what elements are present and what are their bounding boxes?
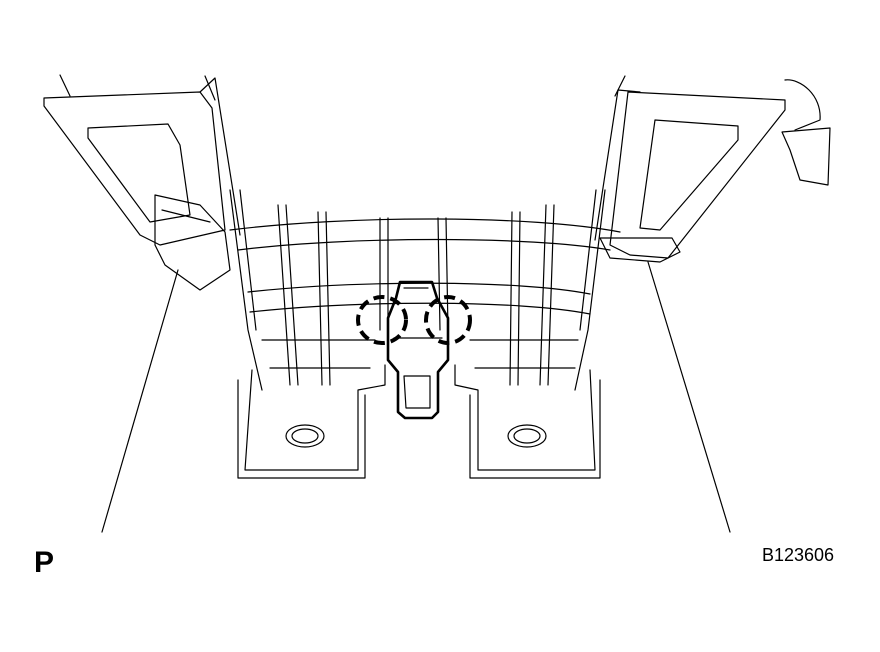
figure-code-label: B123606 [762, 545, 835, 565]
claw-callouts [356, 295, 472, 345]
right-claw-callout [424, 295, 472, 345]
left-bolt-hole [285, 424, 325, 448]
support-lines [101, 261, 731, 533]
connector-part [386, 280, 450, 420]
right-bracket-frame [594, 75, 831, 263]
bracket-grid [229, 189, 621, 391]
left-claw-callout [356, 295, 408, 345]
view-letter-label: P [34, 546, 55, 579]
mounting-feet [237, 364, 601, 479]
right-bolt-hole [507, 424, 547, 448]
left-bracket-frame [43, 74, 241, 291]
